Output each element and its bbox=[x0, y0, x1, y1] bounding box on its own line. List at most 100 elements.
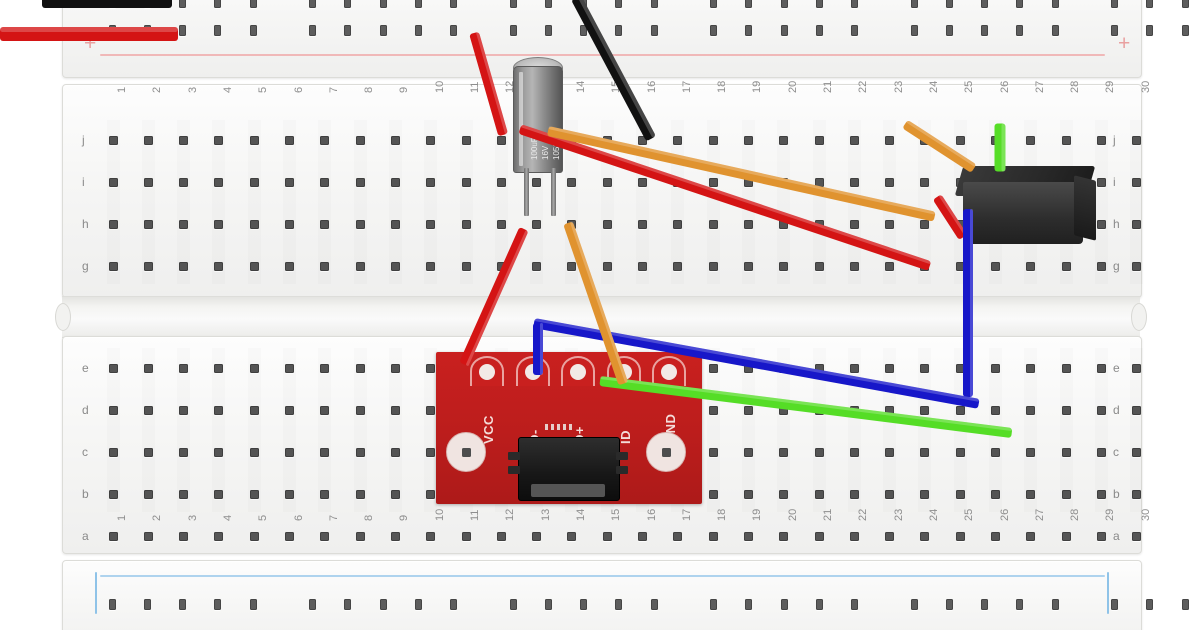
power-rail-hole[interactable] bbox=[1111, 24, 1118, 36]
breadboard-hole[interactable] bbox=[885, 489, 895, 499]
breadboard-hole[interactable] bbox=[743, 531, 753, 541]
breadboard-hole[interactable] bbox=[955, 135, 965, 145]
breadboard-hole[interactable] bbox=[920, 447, 930, 457]
breadboard-hole[interactable] bbox=[743, 447, 753, 457]
breadboard-hole[interactable] bbox=[1061, 447, 1071, 457]
breadboard-hole[interactable] bbox=[285, 489, 294, 499]
breadboard-hole[interactable] bbox=[426, 405, 436, 415]
power-rail-hole[interactable] bbox=[179, 598, 187, 610]
breadboard-hole[interactable] bbox=[779, 261, 789, 271]
breadboard-hole[interactable] bbox=[426, 363, 436, 373]
power-rail-hole[interactable] bbox=[815, 24, 823, 36]
power-rail-hole[interactable] bbox=[851, 0, 859, 8]
breadboard-hole[interactable] bbox=[179, 135, 189, 145]
breadboard-hole[interactable] bbox=[426, 219, 436, 229]
usb-pad-hole[interactable] bbox=[570, 364, 586, 380]
breadboard-hole[interactable] bbox=[143, 405, 153, 415]
breadboard-hole[interactable] bbox=[920, 531, 930, 541]
breadboard-hole[interactable] bbox=[249, 531, 259, 541]
breadboard-hole[interactable] bbox=[179, 405, 189, 415]
breadboard-hole[interactable] bbox=[1132, 135, 1142, 145]
breadboard-hole[interactable] bbox=[320, 135, 330, 145]
breadboard-hole[interactable] bbox=[991, 405, 1000, 415]
power-rail-hole[interactable] bbox=[544, 24, 552, 36]
breadboard-hole[interactable] bbox=[849, 531, 859, 541]
usb-pad-hole[interactable] bbox=[479, 364, 495, 380]
breadboard-hole[interactable] bbox=[532, 219, 542, 229]
breadboard-hole[interactable] bbox=[108, 489, 118, 499]
breadboard-hole[interactable] bbox=[1026, 447, 1036, 457]
breadboard-hole[interactable] bbox=[779, 489, 789, 499]
breadboard-hole[interactable] bbox=[461, 531, 471, 541]
breadboard-hole[interactable] bbox=[814, 261, 824, 271]
power-rail-hole[interactable] bbox=[580, 24, 588, 36]
breadboard-hole[interactable] bbox=[849, 219, 859, 229]
breadboard-hole[interactable] bbox=[955, 261, 965, 271]
breadboard-hole[interactable] bbox=[249, 135, 259, 145]
breadboard-hole[interactable] bbox=[1132, 489, 1142, 499]
power-rail-hole[interactable] bbox=[981, 598, 989, 610]
breadboard-hole[interactable] bbox=[920, 219, 930, 229]
breadboard-hole[interactable] bbox=[708, 219, 718, 229]
breadboard-hole[interactable] bbox=[708, 177, 718, 187]
power-rail-hole[interactable] bbox=[910, 24, 918, 36]
breadboard-hole[interactable] bbox=[708, 135, 718, 145]
breadboard-hole[interactable] bbox=[390, 447, 400, 457]
breadboard-hole[interactable] bbox=[885, 219, 895, 229]
power-rail-hole[interactable] bbox=[179, 24, 187, 36]
breadboard-hole[interactable] bbox=[426, 489, 436, 499]
breadboard-hole[interactable] bbox=[249, 363, 259, 373]
breadboard-hole[interactable] bbox=[496, 531, 506, 541]
power-rail-hole[interactable] bbox=[945, 0, 953, 8]
power-rail-hole[interactable] bbox=[143, 598, 151, 610]
breadboard-hole[interactable] bbox=[214, 135, 224, 145]
breadboard-hole[interactable] bbox=[108, 261, 118, 271]
breadboard-hole[interactable] bbox=[285, 405, 294, 415]
breadboard-hole[interactable] bbox=[320, 405, 330, 415]
breadboard-hole[interactable] bbox=[743, 405, 753, 415]
breadboard-hole[interactable] bbox=[885, 531, 895, 541]
power-rail-hole[interactable] bbox=[214, 24, 222, 36]
power-rail-hole[interactable] bbox=[179, 0, 187, 8]
power-rail-hole[interactable] bbox=[450, 598, 458, 610]
breadboard-hole[interactable] bbox=[143, 531, 153, 541]
breadboard-hole[interactable] bbox=[179, 447, 189, 457]
breadboard-hole[interactable] bbox=[285, 219, 294, 229]
power-rail-hole[interactable] bbox=[1146, 0, 1154, 8]
breadboard-hole[interactable] bbox=[743, 489, 753, 499]
breadboard-hole[interactable] bbox=[1061, 405, 1071, 415]
power-rail-hole[interactable] bbox=[1051, 24, 1059, 36]
breadboard-hole[interactable] bbox=[390, 261, 400, 271]
power-rail-hole[interactable] bbox=[249, 0, 257, 8]
breadboard-hole[interactable] bbox=[390, 363, 400, 373]
power-rail-hole[interactable] bbox=[1016, 598, 1024, 610]
breadboard-hole[interactable] bbox=[390, 489, 400, 499]
power-rail-hole[interactable] bbox=[710, 0, 717, 8]
breadboard-hole[interactable] bbox=[461, 177, 471, 187]
breadboard-hole[interactable] bbox=[285, 363, 294, 373]
breadboard-hole[interactable] bbox=[179, 363, 189, 373]
breadboard-hole[interactable] bbox=[814, 177, 824, 187]
breadboard-hole[interactable] bbox=[779, 531, 789, 541]
breadboard-hole[interactable] bbox=[743, 219, 753, 229]
breadboard-hole[interactable] bbox=[885, 135, 895, 145]
power-rail-hole[interactable] bbox=[580, 598, 588, 610]
breadboard-hole[interactable] bbox=[426, 261, 436, 271]
breadboard-hole[interactable] bbox=[602, 219, 612, 229]
breadboard-hole[interactable] bbox=[390, 135, 400, 145]
breadboard-hole[interactable] bbox=[1096, 489, 1106, 499]
breadboard-hole[interactable] bbox=[567, 177, 577, 187]
breadboard-hole[interactable] bbox=[426, 531, 436, 541]
breadboard-hole[interactable] bbox=[1132, 261, 1142, 271]
breadboard-hole[interactable] bbox=[143, 489, 153, 499]
breadboard-hole[interactable] bbox=[461, 135, 471, 145]
breadboard-hole[interactable] bbox=[1026, 405, 1036, 415]
power-rail-hole[interactable] bbox=[650, 24, 658, 36]
power-rail-hole[interactable] bbox=[450, 24, 458, 36]
breadboard-hole[interactable] bbox=[179, 261, 189, 271]
breadboard-hole[interactable] bbox=[108, 177, 118, 187]
breadboard-hole[interactable] bbox=[991, 531, 1000, 541]
usb-pad-hole[interactable] bbox=[661, 364, 677, 380]
breadboard-hole[interactable] bbox=[602, 261, 612, 271]
breadboard-hole[interactable] bbox=[249, 405, 259, 415]
